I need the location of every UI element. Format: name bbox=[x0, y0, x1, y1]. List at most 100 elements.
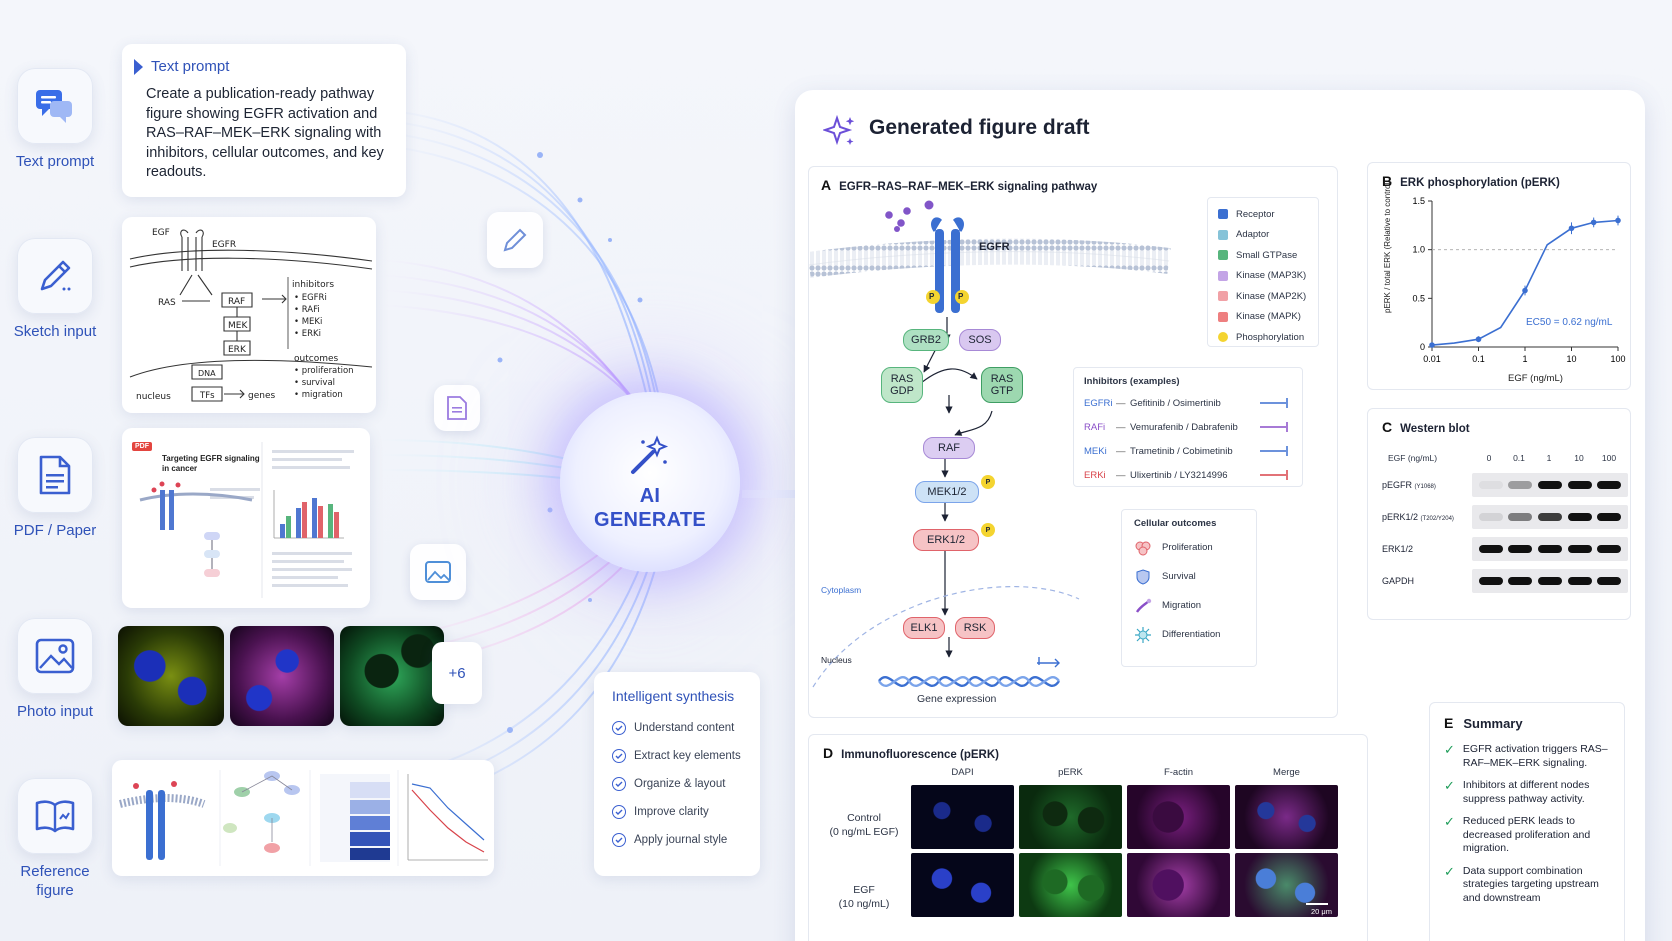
blot-band bbox=[1508, 513, 1533, 521]
sketch-erk: ERK bbox=[228, 345, 247, 355]
sketch-inhibitor: • EGFRi bbox=[294, 293, 327, 303]
panel-e: E Summary ✓EGFR activation triggers RAS–… bbox=[1429, 702, 1625, 941]
inhibitors-title: Inhibitors (examples) bbox=[1084, 376, 1180, 387]
ai-label-line2: GENERATE bbox=[593, 509, 707, 531]
blot-band bbox=[1478, 577, 1503, 585]
generated-figure-panel: Generated figure draft A EGFR–RAS–RAF–ME… bbox=[795, 90, 1645, 941]
inhibitor-row: EGFRi—Gefitinib / Osimertinib bbox=[1084, 391, 1292, 415]
photo-thumb-2[interactable] bbox=[230, 626, 334, 726]
panel-a: A EGFR–RAS–RAF–MEK–ERK signaling pathway bbox=[808, 166, 1338, 718]
rail-label: Photo input bbox=[17, 703, 93, 720]
if-image-control-dapi bbox=[911, 785, 1014, 849]
scale-bar bbox=[1306, 903, 1328, 905]
rail-label: Text prompt bbox=[15, 153, 95, 170]
sketch-nucleus: nucleus bbox=[136, 392, 171, 402]
legend-swatch bbox=[1218, 250, 1228, 261]
sketch-egf: EGF bbox=[152, 228, 170, 238]
legend-swatch bbox=[1218, 229, 1228, 240]
magic-wand-icon bbox=[631, 435, 669, 474]
node-elk1: ELK1 bbox=[903, 617, 945, 639]
blot-band bbox=[1567, 577, 1592, 585]
inhibitor-row: RAFi—Vemurafenib / Dabrafenib bbox=[1084, 415, 1292, 439]
synthesis-item: Apply journal style bbox=[612, 826, 742, 854]
rail-photo-input[interactable]: Photo input bbox=[10, 618, 100, 721]
legend-swatch bbox=[1218, 270, 1228, 281]
blot-row: pEGFR (Y1068) bbox=[1382, 469, 1628, 501]
hand-sketch: EGF EGFR RAS RAF MEK ERK inhibitors • EG… bbox=[129, 228, 373, 402]
blot-band bbox=[1508, 481, 1533, 489]
prompt-title: Text prompt bbox=[134, 58, 390, 75]
summary-item: ✓Inhibitors at different nodes suppress … bbox=[1444, 778, 1590, 805]
more-photos-badge[interactable]: +6 bbox=[432, 642, 482, 704]
legend-swatch bbox=[1218, 311, 1228, 322]
sketch-genes: genes bbox=[248, 391, 275, 401]
ai-generate-core[interactable]: AI GENERATE bbox=[560, 392, 740, 572]
blot-band bbox=[1537, 481, 1562, 489]
pdf-badge: PDF bbox=[132, 442, 152, 451]
rail-text-prompt[interactable]: Text prompt bbox=[10, 68, 100, 171]
reference-figure-card[interactable] bbox=[112, 760, 494, 876]
sketch-outcome: • survival bbox=[294, 378, 335, 388]
inhibitors-box: Inhibitors (examples) EGFRi—Gefitinib / … bbox=[1073, 367, 1303, 487]
inhibit-bar-icon bbox=[1260, 470, 1288, 480]
blot-band bbox=[1508, 577, 1533, 585]
pdf-card[interactable]: PDF Targeting EGFR signaling in cancer bbox=[122, 428, 370, 608]
blot-band bbox=[1567, 513, 1592, 521]
x-tick-label: 10 bbox=[1566, 354, 1576, 364]
outcomes-box: Cellular outcomes Proliferation Survival… bbox=[1121, 509, 1257, 667]
outcome-row: Survival bbox=[1134, 562, 1244, 591]
node-sos: SOS bbox=[959, 329, 1001, 351]
legend-item: Small GTPase bbox=[1218, 245, 1308, 266]
rail-sketch-input[interactable]: Sketch input bbox=[10, 238, 100, 341]
floating-sketch-chip bbox=[487, 212, 543, 268]
check-icon bbox=[612, 833, 626, 847]
text-prompt-card[interactable]: Text prompt Create a publication-ready p… bbox=[122, 44, 406, 197]
data-point bbox=[1429, 342, 1435, 348]
panel-d-letter: D bbox=[823, 745, 834, 761]
erk-phospho: P bbox=[981, 523, 995, 537]
summary-item: ✓Reduced pERK leads to decreased prolife… bbox=[1444, 814, 1591, 854]
ec50-annotation: EC50 = 0.62 ng/mL bbox=[1526, 317, 1613, 328]
rail-reference-figure[interactable]: Reference figure bbox=[10, 778, 100, 900]
pencil-icon bbox=[17, 238, 93, 314]
blot-band bbox=[1567, 481, 1592, 489]
if-image-control-perk bbox=[1019, 785, 1122, 849]
rail-pdf-paper[interactable]: PDF / Paper bbox=[10, 437, 100, 540]
synthesis-item: Extract key elements bbox=[612, 742, 742, 770]
data-point bbox=[1475, 336, 1482, 343]
rail-label: Reference figure bbox=[20, 863, 90, 899]
legend-item: Adaptor bbox=[1218, 225, 1308, 246]
check-icon: ✓ bbox=[1444, 742, 1455, 757]
if-row-label: EGF(10 ng/mL) bbox=[838, 884, 890, 910]
sketch-card[interactable]: EGF EGFR RAS RAF MEK ERK inhibitors • EG… bbox=[122, 217, 376, 413]
summary-item: ✓Data support combination strategies tar… bbox=[1444, 863, 1599, 904]
blot-row-label: ERK1/2 bbox=[1382, 544, 1414, 554]
blot-band bbox=[1478, 545, 1503, 553]
legend-item: Phosphorylation bbox=[1218, 327, 1308, 348]
node-ras-gdp: RAS GDP bbox=[881, 367, 923, 403]
panel-a-title: EGFR–RAS–RAF–MEK–ERK signaling pathway bbox=[839, 181, 1098, 193]
photo-thumb-3[interactable] bbox=[340, 626, 444, 726]
blot-band bbox=[1537, 545, 1562, 553]
prompt-body: Create a publication-ready pathway figur… bbox=[146, 86, 384, 180]
legend-item: Receptor bbox=[1218, 204, 1308, 225]
blot-row-label: pEGFR (Y1068) bbox=[1382, 480, 1436, 490]
node-ras-gtp: RAS GTP bbox=[981, 367, 1023, 403]
sketch-inhibitor: • ERKi bbox=[294, 329, 321, 339]
if-image-egf-factin bbox=[1127, 853, 1230, 917]
x-axis-label: EGF (ng/mL) bbox=[1508, 373, 1563, 384]
photo-thumb-1[interactable] bbox=[118, 626, 224, 726]
blot-row-label: pERK1/2 (T202/Y204) bbox=[1382, 512, 1454, 522]
blot-band bbox=[1597, 577, 1622, 585]
pathway-legend: Receptor Adaptor Small GTPase Kinase (MA… bbox=[1207, 197, 1319, 347]
x-tick-label: 100 bbox=[1610, 354, 1625, 364]
check-icon: ✓ bbox=[1444, 778, 1455, 793]
blot-row: pERK1/2 (T202/Y204) bbox=[1382, 501, 1628, 533]
panel-d-title: Immunofluorescence (pERK) bbox=[841, 749, 999, 761]
y-tick-label: 1.5 bbox=[1412, 196, 1425, 206]
egf-dose-label: EGF (ng/mL) bbox=[1388, 453, 1438, 463]
pathway-diagram bbox=[809, 200, 1171, 688]
dose: 0 bbox=[1486, 453, 1492, 463]
dose: 0.1 bbox=[1513, 453, 1525, 463]
sketch-ras: RAS bbox=[158, 298, 176, 308]
